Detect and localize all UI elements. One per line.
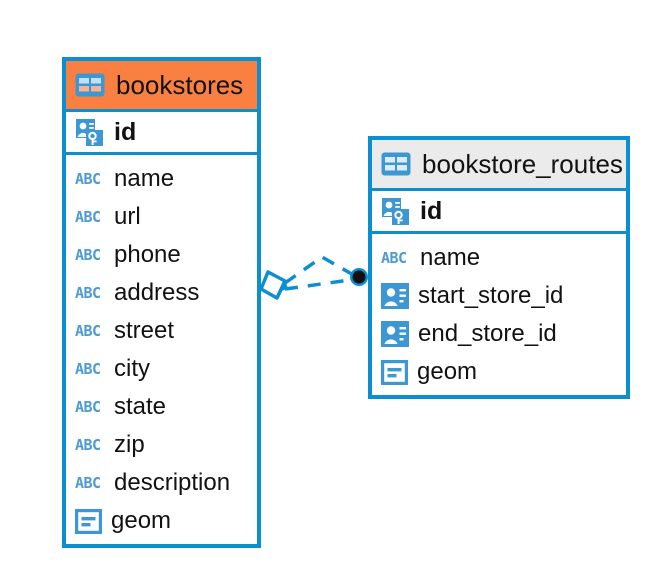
abc-text-icon: ABC [75,246,101,264]
field-row-pk-bookstore-routes[interactable]: id [372,188,626,234]
diamond-marker [259,270,288,300]
field-name-id: id [114,117,137,146]
field-row-pk-bookstores[interactable]: id [66,109,257,155]
field-name-state: state [114,393,167,420]
field-name-end-store-id: end_store_id [418,320,557,347]
geometry-icon [75,508,102,534]
abc-text-icon: ABC [75,208,101,226]
entity-header-bookstore-routes[interactable]: bookstore_routes [372,140,626,188]
field-row-description[interactable]: ABC description [66,464,257,502]
primary-key-icon [382,198,409,225]
field-row-name[interactable]: ABC name [372,239,626,277]
field-row-geom[interactable]: geom [66,502,257,540]
field-row-start-store-id[interactable]: start_store_id [372,277,626,315]
entity-header-bookstores[interactable]: bookstores [66,61,257,109]
entity-bookstores[interactable]: bookstores id ABC name ABC [62,57,261,548]
field-name-description: description [114,469,231,496]
relationship-line-lower [284,277,358,291]
abc-text-icon: ABC [75,474,101,492]
abc-text-icon: ABC [75,322,101,340]
field-row-street[interactable]: ABC street [66,312,257,350]
field-name-zip: zip [114,431,145,458]
field-row-phone[interactable]: ABC phone [66,236,257,274]
abc-text-icon: ABC [75,436,101,454]
foreign-key-icon [381,321,409,347]
field-name-phone: phone [114,241,181,268]
geometry-icon [381,359,408,385]
table-icon [381,152,411,176]
field-name-url: url [114,203,141,230]
table-icon [75,73,105,97]
field-name-start-store-id: start_store_id [418,282,564,309]
field-row-city[interactable]: ABC city [66,350,257,388]
field-row-url[interactable]: ABC url [66,198,257,236]
foreign-key-icon [381,283,409,309]
field-name-id: id [420,196,443,225]
field-name-address: address [114,279,200,306]
field-name-city: city [114,355,150,382]
field-list-bookstore-routes: ABC name start_store_id [372,234,626,395]
abc-text-icon: ABC [75,360,101,378]
entity-title-bookstores: bookstores [116,70,244,100]
abc-text-icon: ABC [75,398,101,416]
entity-bookstore-routes[interactable]: bookstore_routes id ABC name [368,136,630,399]
relationship-line-upper [283,254,358,285]
entity-title-bookstore-routes: bookstore_routes [422,149,623,179]
field-name-geom: geom [417,358,478,385]
field-list-bookstores: ABC name ABC url ABC phone ABC address A… [66,155,257,544]
abc-text-icon: ABC [381,249,407,267]
field-name-geom: geom [111,507,172,534]
field-row-address[interactable]: ABC address [66,274,257,312]
abc-text-icon: ABC [75,284,101,302]
field-row-state[interactable]: ABC state [66,388,257,426]
field-row-geom[interactable]: geom [372,353,626,391]
field-name-name: name [420,244,481,271]
field-row-end-store-id[interactable]: end_store_id [372,315,626,353]
field-name-name: name [114,165,175,192]
abc-text-icon: ABC [75,170,101,188]
filled-circle-marker [350,268,368,286]
field-name-street: street [114,317,175,344]
primary-key-icon [76,119,103,146]
field-row-zip[interactable]: ABC zip [66,426,257,464]
field-row-name[interactable]: ABC name [66,160,257,198]
